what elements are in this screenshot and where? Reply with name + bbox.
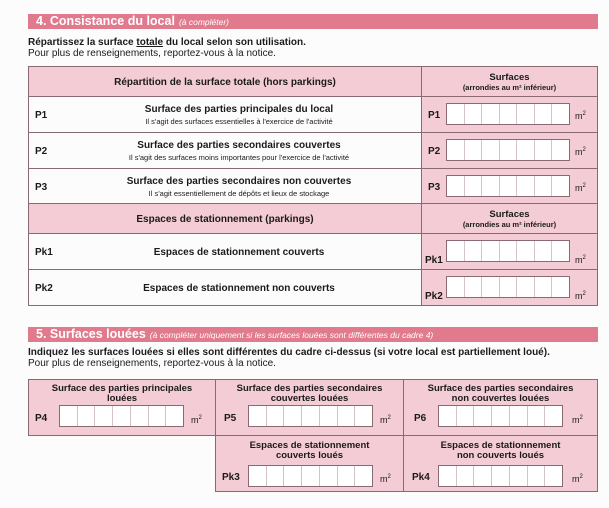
section-4-header: 4. Consistance du local(à compléter)	[28, 14, 598, 29]
row-code: Pk2	[35, 283, 53, 294]
p5-label: P5	[224, 413, 237, 424]
intro-text-end: du local selon son utilisation.	[163, 37, 306, 48]
p6-label: P6	[414, 413, 427, 424]
pk4-cell: Espaces de stationnement non couverts lo…	[403, 435, 598, 492]
unit-m2: m2	[575, 255, 586, 265]
row-p1: P1 Surface des parties principales du lo…	[28, 96, 422, 133]
p1-label: P1	[428, 110, 441, 121]
intro-emphasis: totale	[136, 37, 164, 48]
p4-cell: Surface des parties principales louées P…	[28, 379, 216, 436]
table2-header-cell: Espaces de stationnement (parkings)	[28, 203, 422, 234]
row-pk1: Pk1 Espaces de stationnement couverts	[28, 233, 422, 270]
p6-title-line1: Surface des parties secondaires	[427, 383, 574, 394]
p2-label: P2	[428, 146, 441, 157]
p4-label: P4	[35, 413, 48, 424]
section-5-header: 5. Surfaces louées(à compléter uniquemen…	[28, 327, 598, 342]
pk3-label: Pk3	[222, 472, 240, 483]
row-code: P3	[35, 182, 48, 193]
section-4-intro: Répartissez la surface totale du local s…	[28, 37, 306, 59]
surfaces-header-cell: Surfaces (arrondies au m² inférieur)	[421, 66, 598, 97]
row-title: Surface des parties secondaires non couv…	[126, 176, 352, 187]
p5-title-line2: couvertes louées	[270, 393, 349, 404]
row-title: Surface des parties secondaires couverte…	[137, 140, 341, 151]
row-p2: P2 Surface des parties secondaires couve…	[28, 132, 422, 169]
p6-cell: Surface des parties secondaires non couv…	[403, 379, 598, 436]
row-note: Il s'agit des surfaces moins importantes…	[128, 153, 350, 162]
pk1-input[interactable]	[446, 240, 570, 262]
p3-label: P3	[428, 182, 441, 193]
section-5-subtitle: (à compléter uniquement si les surfaces …	[149, 330, 434, 340]
table1-header-cell: Répartition de la surface totale (hors p…	[28, 66, 422, 97]
p5-input[interactable]	[248, 405, 373, 427]
pk4-title-line1: Espaces de stationnement	[440, 440, 561, 451]
surfaces-header: Surfaces (arrondies au m² inférieur)	[422, 209, 597, 230]
p1-input[interactable]	[446, 103, 570, 125]
p6-title: Surface des parties secondaires non couv…	[404, 384, 597, 404]
unit-m2: m2	[380, 474, 391, 484]
row-pk2: Pk2 Espaces de stationnement non couvert…	[28, 269, 422, 306]
pk3-title-line1: Espaces de stationnement	[249, 440, 370, 451]
unit-m2: m2	[575, 291, 586, 301]
row-note: Il s'agit essentiellement de dépôts et l…	[148, 189, 330, 198]
unit-m2: m2	[572, 474, 583, 484]
intro-text: Répartissez la surface	[28, 37, 137, 48]
pk4-input[interactable]	[438, 465, 563, 487]
pk2-input-cell: Pk2 m2	[421, 269, 598, 306]
p5-title: Surface des parties secondaires couverte…	[216, 384, 403, 404]
section-5-intro: Indiquez les surfaces louées si elles so…	[28, 347, 550, 369]
unit-m2: m2	[380, 415, 391, 425]
row-title: Surface des parties principales du local	[144, 104, 334, 115]
row-title: Espaces de stationnement couverts	[153, 247, 325, 258]
table2-header: Espaces de stationnement (parkings)	[136, 214, 314, 225]
surfaces-subtitle: (arrondies au m² inférieur)	[462, 83, 557, 92]
pk4-title-line2: non couverts loués	[456, 450, 545, 461]
pk3-title: Espaces de stationnement couverts loués	[216, 441, 403, 461]
pk3-cell: Espaces de stationnement couverts loués …	[215, 435, 404, 492]
row-code: Pk1	[35, 247, 53, 258]
pk2-label: Pk2	[425, 291, 443, 302]
p5-title-line1: Surface des parties secondaires	[236, 383, 383, 394]
intro-text: Indiquez les surfaces louées si elles so…	[28, 347, 550, 358]
p1-input-cell: P1 m2	[421, 96, 598, 133]
surfaces-title: Surfaces	[489, 209, 530, 220]
pk2-input[interactable]	[446, 276, 570, 298]
table1-header: Répartition de la surface totale (hors p…	[114, 77, 336, 88]
p6-input[interactable]	[438, 405, 563, 427]
intro-notice: Pour plus de renseignements, reportez-vo…	[28, 48, 276, 59]
row-p3: P3 Surface des parties secondaires non c…	[28, 168, 422, 204]
pk1-label: Pk1	[425, 255, 443, 266]
p4-title: Surface des parties principales louées	[29, 384, 215, 404]
row-code: P2	[35, 146, 48, 157]
p5-cell: Surface des parties secondaires couverte…	[215, 379, 404, 436]
surfaces-header-cell-2: Surfaces (arrondies au m² inférieur)	[421, 203, 598, 234]
pk3-input[interactable]	[248, 465, 373, 487]
p3-input[interactable]	[446, 175, 570, 197]
section-4-subtitle: (à compléter)	[178, 17, 230, 27]
pk4-title: Espaces de stationnement non couverts lo…	[404, 441, 597, 461]
section-4-title: 4. Consistance du local	[36, 14, 175, 28]
pk1-input-cell: Pk1 m2	[421, 233, 598, 270]
p4-input[interactable]	[59, 405, 184, 427]
row-code: P1	[35, 110, 48, 121]
p4-title-line2: louées	[106, 393, 138, 404]
surfaces-subtitle: (arrondies au m² inférieur)	[462, 220, 557, 229]
unit-m2: m2	[575, 111, 586, 121]
unit-m2: m2	[575, 183, 586, 193]
pk3-title-line2: couverts loués	[275, 450, 344, 461]
unit-m2: m2	[572, 415, 583, 425]
row-title: Espaces de stationnement non couverts	[143, 283, 335, 294]
row-note: Il s'agit des surfaces essentielles à l'…	[145, 117, 333, 126]
unit-m2: m2	[191, 415, 202, 425]
surfaces-title: Surfaces	[489, 72, 530, 83]
unit-m2: m2	[575, 147, 586, 157]
pk4-label: Pk4	[412, 472, 430, 483]
section-5-title: 5. Surfaces louées	[36, 327, 146, 341]
p4-title-line1: Surface des parties principales	[51, 383, 193, 394]
p6-title-line2: non couvertes louées	[451, 393, 550, 404]
p3-input-cell: P3 m2	[421, 168, 598, 204]
intro-notice: Pour plus de renseignements, reportez-vo…	[28, 358, 276, 369]
p2-input-cell: P2 m2	[421, 132, 598, 169]
p2-input[interactable]	[446, 139, 570, 161]
surfaces-header: Surfaces (arrondies au m² inférieur)	[422, 72, 597, 93]
